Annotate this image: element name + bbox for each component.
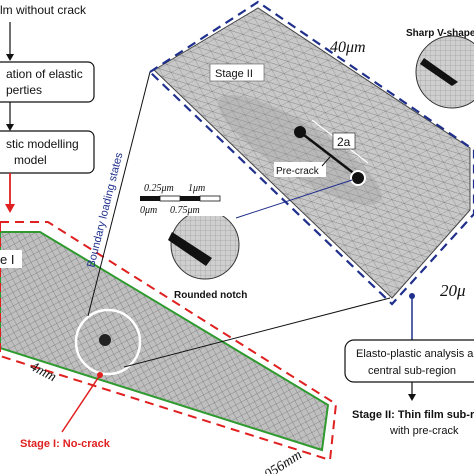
sharp-notch-label: Sharp V-shaped [406, 28, 474, 39]
precrack-pointer [321, 156, 331, 167]
analysis-line1: Elasto-plastic analysis a [356, 348, 474, 360]
scale-seg-2 [159, 195, 181, 202]
stage2-panel: Stage II 2a Pre-crack [148, 0, 474, 306]
flow-box2-line2: perties [6, 83, 42, 97]
scale-top-right: 1μm [188, 183, 205, 194]
stage2-refined-band [218, 95, 382, 205]
stage2-boundary [148, 0, 474, 306]
flowchart: lm without crack ation of elastic pertie… [0, 3, 95, 213]
flow-box3-line1: stic modelling [6, 137, 79, 151]
stage2-label: Stage II [215, 68, 253, 80]
scale-top-left: 0.25μm [144, 183, 174, 194]
crack-length-label: 2a [337, 135, 351, 149]
stage1-strip: e I [0, 221, 338, 462]
stage2-height-label: 20μ [440, 281, 466, 300]
scale-seg-3 [180, 196, 200, 201]
sharp-notch-shape [420, 58, 458, 86]
stage1-film [0, 231, 330, 452]
flow-box3-line2: model [14, 153, 47, 167]
stage2-width-label: 40μm [330, 39, 366, 56]
flow-arrow-2-head [6, 124, 14, 131]
analysis-box [344, 339, 474, 383]
analysis-line2: central sub-region [368, 365, 456, 377]
flow-arrow-1-head [6, 54, 14, 61]
rounded-notch-inset: Rounded notch [168, 179, 353, 301]
scale-seg-4 [199, 195, 221, 202]
sharp-notch-inset: Sharp V-shaped [406, 28, 474, 109]
sharp-notch-circle [415, 35, 474, 109]
crack-tip-right [350, 170, 366, 186]
crack-length-bg [332, 132, 356, 150]
analysis-arrow-head [408, 394, 416, 401]
stage2-pointer-dot [409, 293, 415, 299]
stage2-caption-line2: with pre-crack [389, 425, 459, 437]
projection-line-bottom [123, 297, 391, 368]
stage1-stress-spot [99, 334, 111, 346]
scale-bottom-right: 0.75μm [170, 205, 200, 216]
scale-seg-1 [140, 196, 160, 201]
stage1-width-label: 1.056mm [253, 448, 305, 474]
precrack-label: Pre-crack [276, 166, 320, 177]
stage1-cut-bg [0, 250, 22, 268]
stage1-pointer-line [61, 374, 101, 433]
stage1-caption: Stage I: No-crack [20, 438, 111, 450]
precrack-line [299, 131, 357, 176]
scale-bar: 0.25μm 1μm 0μm 0.75μm [138, 178, 224, 216]
stage2-label-bg [209, 63, 265, 82]
stage1-cut-label: e I [0, 252, 14, 267]
flow-box3 [0, 130, 95, 174]
precrack-label-bg [274, 162, 326, 177]
flow-box2 [0, 61, 95, 103]
rounded-notch-label: Rounded notch [174, 290, 247, 301]
flow-box2-line1: ation of elastic [6, 67, 83, 81]
projection-lines [87, 71, 391, 368]
stage1-center-circle [74, 308, 142, 376]
rounded-notch-link [235, 179, 353, 219]
scale-bottom-left: 0μm [140, 205, 157, 216]
rounded-notch-shape [168, 232, 212, 266]
stage2-caption-line1: Stage II: Thin film sub-r [352, 409, 474, 421]
projection-line-top [87, 71, 151, 317]
flow-arrow-3-head [5, 204, 15, 213]
flow-box1-text: lm without crack [0, 3, 87, 17]
stage1-pointer-dot [97, 372, 103, 378]
